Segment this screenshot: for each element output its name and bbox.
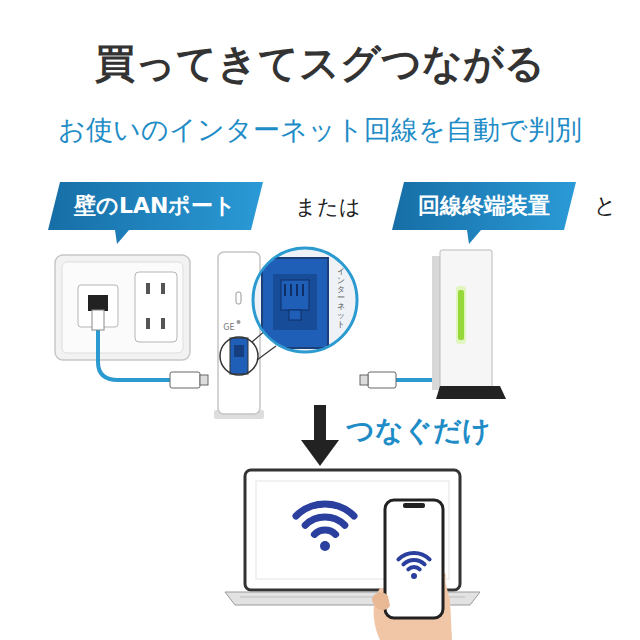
banner-text: 回線終端装置 <box>418 193 550 218</box>
callout-banner: 壁のLANポート <box>48 182 262 230</box>
port-label: GE <box>222 323 236 332</box>
port-zoom <box>253 248 357 352</box>
callout-banner: 回線終端装置 <box>392 182 576 230</box>
port-side-text: インターネット <box>337 268 345 330</box>
action-text: つなぐだけ <box>346 412 491 450</box>
smartphone <box>372 500 452 640</box>
lan-cable <box>92 310 208 388</box>
down-arrow <box>301 405 339 466</box>
connector-word: または <box>286 193 370 221</box>
connector-word: と <box>588 191 622 221</box>
banner-text: 壁のLANポート <box>74 193 236 218</box>
onu-device <box>360 250 506 399</box>
title: 買ってきてスグつながる <box>0 36 640 91</box>
subtitle: お使いのインターネット回線を自動で判別 <box>0 112 640 148</box>
wall-plate <box>55 255 190 360</box>
